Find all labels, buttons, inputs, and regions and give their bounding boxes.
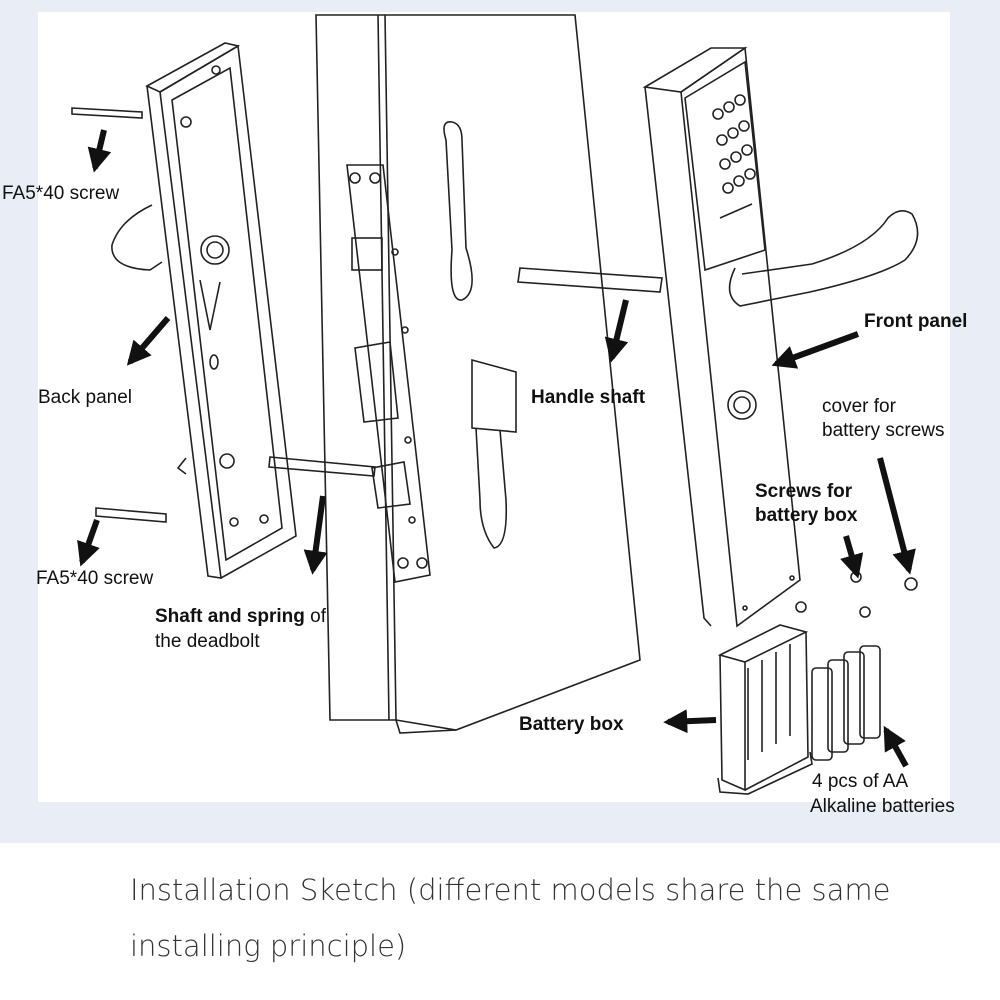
label-front-panel: Front panel: [864, 311, 968, 332]
arrow-battery-box: [663, 709, 717, 734]
arrow-screws-battery: [840, 535, 864, 579]
label-batteries-2: Alkaline batteries: [810, 796, 955, 817]
label-handle-shaft: Handle shaft: [531, 387, 646, 408]
front-panel: [642, 46, 919, 628]
keypad: [712, 94, 756, 219]
label-batteries-1: 4 pcs of AA: [812, 771, 909, 792]
label-deadbolt-bold: Shaft and spring: [155, 606, 305, 627]
arrow-screw-bottom: [77, 518, 100, 567]
lock-diagram: [71, 14, 919, 795]
deadbolt-shaft: [268, 456, 376, 477]
label-deadbolt-of: of: [304, 606, 327, 627]
arrow-front-panel: [771, 331, 860, 369]
arrow-handle-shaft: [604, 299, 629, 363]
label-cover-1: cover for: [822, 396, 896, 417]
label-deadbolt: Shaft and spring of: [155, 605, 326, 629]
label-screws-2: battery box: [755, 505, 858, 526]
battery-box: [717, 624, 813, 795]
batteries: [811, 645, 881, 761]
label-deadbolt-rest: the deadbolt: [155, 631, 260, 652]
arrow-batteries: [883, 725, 909, 768]
handle-shaft: [517, 267, 663, 293]
sketch-area: [38, 12, 950, 802]
arrow-deadbolt: [303, 495, 328, 575]
label-battery-box: Battery box: [519, 714, 624, 735]
caption: Installation Sketch (different models sh…: [130, 873, 891, 963]
arrow-back-panel: [126, 316, 171, 366]
label-screws-1: Screws for: [755, 481, 853, 502]
back-panel: [111, 42, 297, 579]
label-back-panel: Back panel: [38, 387, 133, 408]
arrow-screw-top: [87, 129, 112, 173]
door-slab: [315, 14, 641, 734]
mortise-lock: [346, 164, 431, 583]
label-screw-top: FA5*40 screw: [2, 183, 120, 204]
label-screw-bottom: FA5*40 screw: [36, 568, 154, 589]
label-cover-2: battery screws: [822, 420, 945, 441]
screws: [71, 107, 918, 618]
leader-arrows: [77, 129, 916, 768]
arrow-cover: [877, 457, 916, 575]
